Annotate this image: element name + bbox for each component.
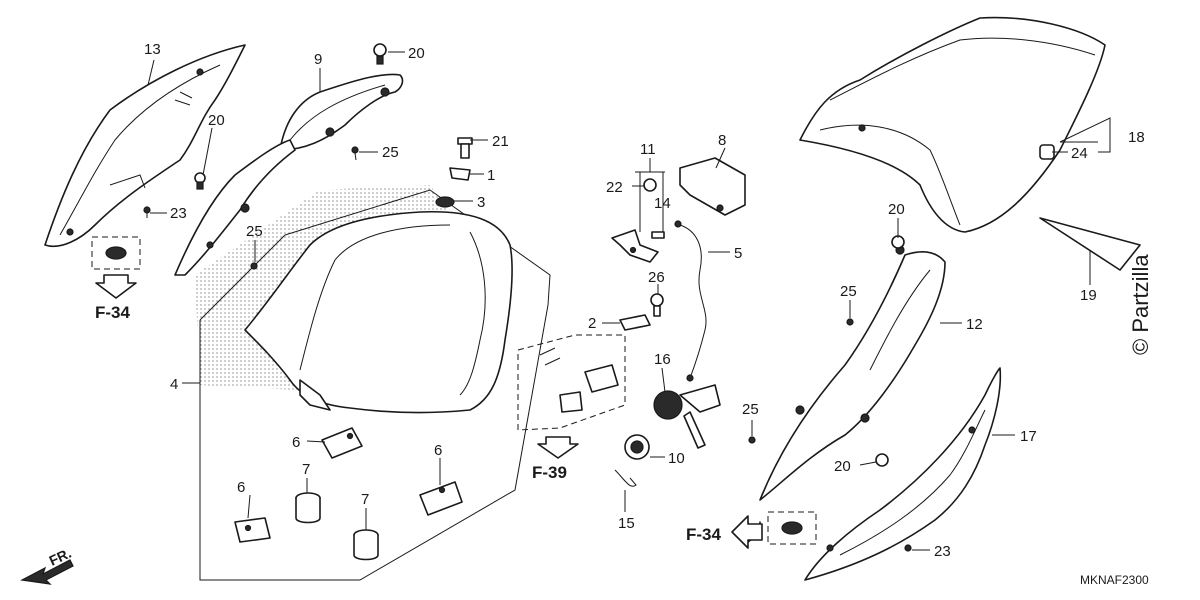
bolt-20-top bbox=[373, 43, 387, 65]
grommet-24 bbox=[1039, 144, 1055, 160]
front-arrow-icon bbox=[20, 559, 74, 585]
callout-11: 11 bbox=[640, 141, 656, 158]
callout-8: 8 bbox=[718, 132, 726, 149]
callout-2: 2 bbox=[588, 315, 596, 332]
callout-15: 15 bbox=[618, 515, 635, 532]
seat-cushion-7a bbox=[295, 492, 321, 524]
callout-25-left: 25 bbox=[246, 223, 263, 240]
ref-box-f34-left bbox=[91, 236, 141, 299]
ref-box-f39 bbox=[517, 334, 626, 459]
callout-3: 3 bbox=[477, 194, 485, 211]
left-side-cover-13 bbox=[44, 44, 246, 247]
callout-20-left: 20 bbox=[208, 112, 225, 129]
ref-f39: F-39 bbox=[532, 463, 567, 482]
callout-16: 16 bbox=[654, 351, 671, 368]
callout-6a: 6 bbox=[292, 434, 300, 451]
leader-lines bbox=[147, 51, 1111, 551]
screw-23-right bbox=[904, 544, 912, 552]
diagram-code: MKNAF2300 bbox=[1080, 573, 1149, 587]
callout-13: 13 bbox=[144, 41, 161, 58]
watermark: © Partzilla bbox=[1128, 254, 1153, 355]
bolt-21 bbox=[457, 137, 473, 159]
latch-8 bbox=[679, 157, 746, 216]
callout-26: 26 bbox=[648, 269, 665, 286]
ref-f34-right: F-34 bbox=[686, 525, 722, 544]
callout-1: 1 bbox=[487, 167, 495, 184]
callout-12: 12 bbox=[966, 316, 983, 333]
screw-25c bbox=[846, 318, 854, 326]
callout-25-top: 25 bbox=[382, 144, 399, 161]
screw-25b bbox=[250, 262, 258, 270]
seat-assembly-4 bbox=[195, 185, 551, 581]
bolt-20-right-mid bbox=[875, 453, 889, 467]
callout-23-left: 23 bbox=[170, 205, 187, 222]
callout-18: 18 bbox=[1128, 129, 1145, 146]
clip-2 bbox=[619, 314, 651, 331]
screw-25a bbox=[351, 146, 359, 161]
callout-24: 24 bbox=[1071, 145, 1088, 162]
grommet-3 bbox=[435, 196, 455, 208]
callout-17: 17 bbox=[1020, 428, 1037, 445]
callout-21: 21 bbox=[492, 133, 509, 150]
callout-14: 14 bbox=[654, 195, 671, 212]
left-inner-panel bbox=[174, 139, 296, 276]
lock-ring-10 bbox=[624, 434, 650, 460]
right-lower-cover-17 bbox=[804, 367, 1002, 581]
right-side-cover-12 bbox=[759, 245, 946, 501]
spring-15 bbox=[614, 469, 637, 487]
callout-23-right: 23 bbox=[934, 543, 951, 560]
cable-5 bbox=[674, 220, 707, 382]
bolt-22 bbox=[643, 178, 657, 192]
callout-4: 4 bbox=[170, 376, 178, 393]
callout-10: 10 bbox=[668, 450, 685, 467]
callout-20-right-mid: 20 bbox=[834, 458, 851, 475]
callout-labels: 13 20 9 20 25 21 1 3 23 25 4 6 6 7 7 6 1… bbox=[144, 41, 1145, 560]
callout-20-top: 20 bbox=[408, 45, 425, 62]
callout-9: 9 bbox=[314, 51, 322, 68]
callout-25-right-top: 25 bbox=[840, 283, 857, 300]
ref-f34-left: F-34 bbox=[95, 303, 131, 322]
callout-19: 19 bbox=[1080, 287, 1097, 304]
lock-bracket-11 bbox=[611, 229, 659, 263]
callout-6b: 6 bbox=[237, 479, 245, 496]
seat-cowl-9 bbox=[279, 73, 404, 151]
seat-cushion-7b bbox=[353, 529, 379, 561]
callout-20-right-top: 20 bbox=[888, 201, 905, 218]
seat-rubber-6a bbox=[321, 427, 363, 459]
key-cylinder-16 bbox=[653, 384, 721, 449]
screw-23-left bbox=[143, 206, 151, 218]
callout-5: 5 bbox=[734, 245, 742, 262]
ref-box-f34-right bbox=[731, 511, 817, 549]
clip-1 bbox=[449, 167, 471, 181]
callout-7a: 7 bbox=[302, 461, 310, 478]
screw-25d bbox=[748, 436, 756, 444]
seat-rubber-6b bbox=[234, 517, 271, 543]
callout-25-right-mid: 25 bbox=[742, 401, 759, 418]
bolt-20-left bbox=[194, 172, 206, 190]
callout-22: 22 bbox=[606, 179, 623, 196]
pillion-seat-18 bbox=[799, 16, 1106, 233]
bolt-26 bbox=[650, 293, 664, 317]
seat-rubber-6c bbox=[419, 481, 463, 516]
plate-19 bbox=[1039, 217, 1141, 271]
callout-6c: 6 bbox=[434, 442, 442, 459]
callout-7b: 7 bbox=[361, 491, 369, 508]
screw-14 bbox=[651, 231, 665, 239]
